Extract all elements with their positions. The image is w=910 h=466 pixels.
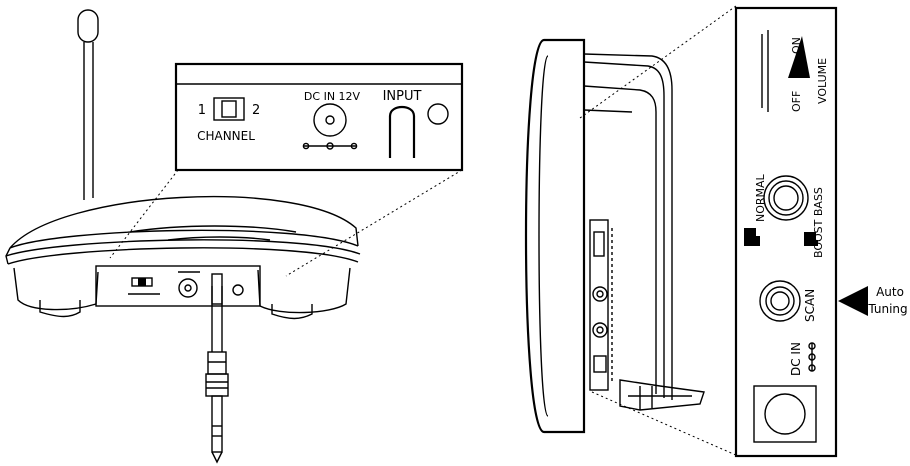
volume-control: OFF ON VOLUME [761, 30, 829, 112]
zoom-line-top [579, 5, 737, 119]
volume-label: VOLUME [816, 58, 829, 104]
channel-label: CHANNEL [197, 129, 255, 143]
earcup-profile [524, 38, 705, 434]
antenna [77, 9, 99, 200]
transmitter-illustration: 1 2 CHANNEL DC IN 12V INPUT [5, 9, 464, 464]
input-jack: INPUT [383, 89, 449, 158]
channel-2-label: 2 [252, 103, 260, 118]
zoom-line-bottom [591, 391, 739, 457]
normal-label: NORMAL [754, 173, 767, 222]
scan-label: SCAN [803, 289, 817, 322]
transmitter-dome [5, 196, 361, 265]
channel-1-label: 1 [198, 103, 206, 118]
headphone-illustration: OFF ON VOLUME NORMAL BOOST BASS SCAN [524, 5, 908, 458]
headphone-control-panel-detail: OFF ON VOLUME NORMAL BOOST BASS SCAN [734, 6, 838, 458]
zoom-line-left [109, 169, 179, 259]
channel-switch: 1 2 CHANNEL [197, 97, 260, 143]
transmitter-base [13, 265, 351, 320]
callout-arrow-icon [838, 286, 868, 316]
dc-in-jack: DC IN 12V [302, 90, 361, 150]
boost-bass-label: BOOST BASS [812, 187, 825, 258]
volume-on-label: ON [790, 37, 803, 54]
auto-tuning-line2: Tuning [867, 302, 907, 316]
audio-cable [205, 286, 229, 464]
auto-tuning-line1: Auto [876, 285, 904, 299]
headphone-dc-in-label: DC IN [789, 342, 803, 376]
volume-off-label: OFF [790, 91, 803, 112]
zoom-line-right [285, 169, 463, 277]
auto-tuning-callout: Auto Tuning [838, 285, 908, 316]
dc-in-12v-label: DC IN 12V [304, 90, 361, 103]
headphone-dc-in-jack: DC IN [753, 342, 817, 443]
boost-bass-button: NORMAL BOOST BASS [744, 173, 825, 258]
scan-button: SCAN [759, 280, 817, 322]
transmitter-rear-panel-detail: 1 2 CHANNEL DC IN 12V INPUT [174, 62, 464, 172]
input-label: INPUT [383, 89, 422, 104]
